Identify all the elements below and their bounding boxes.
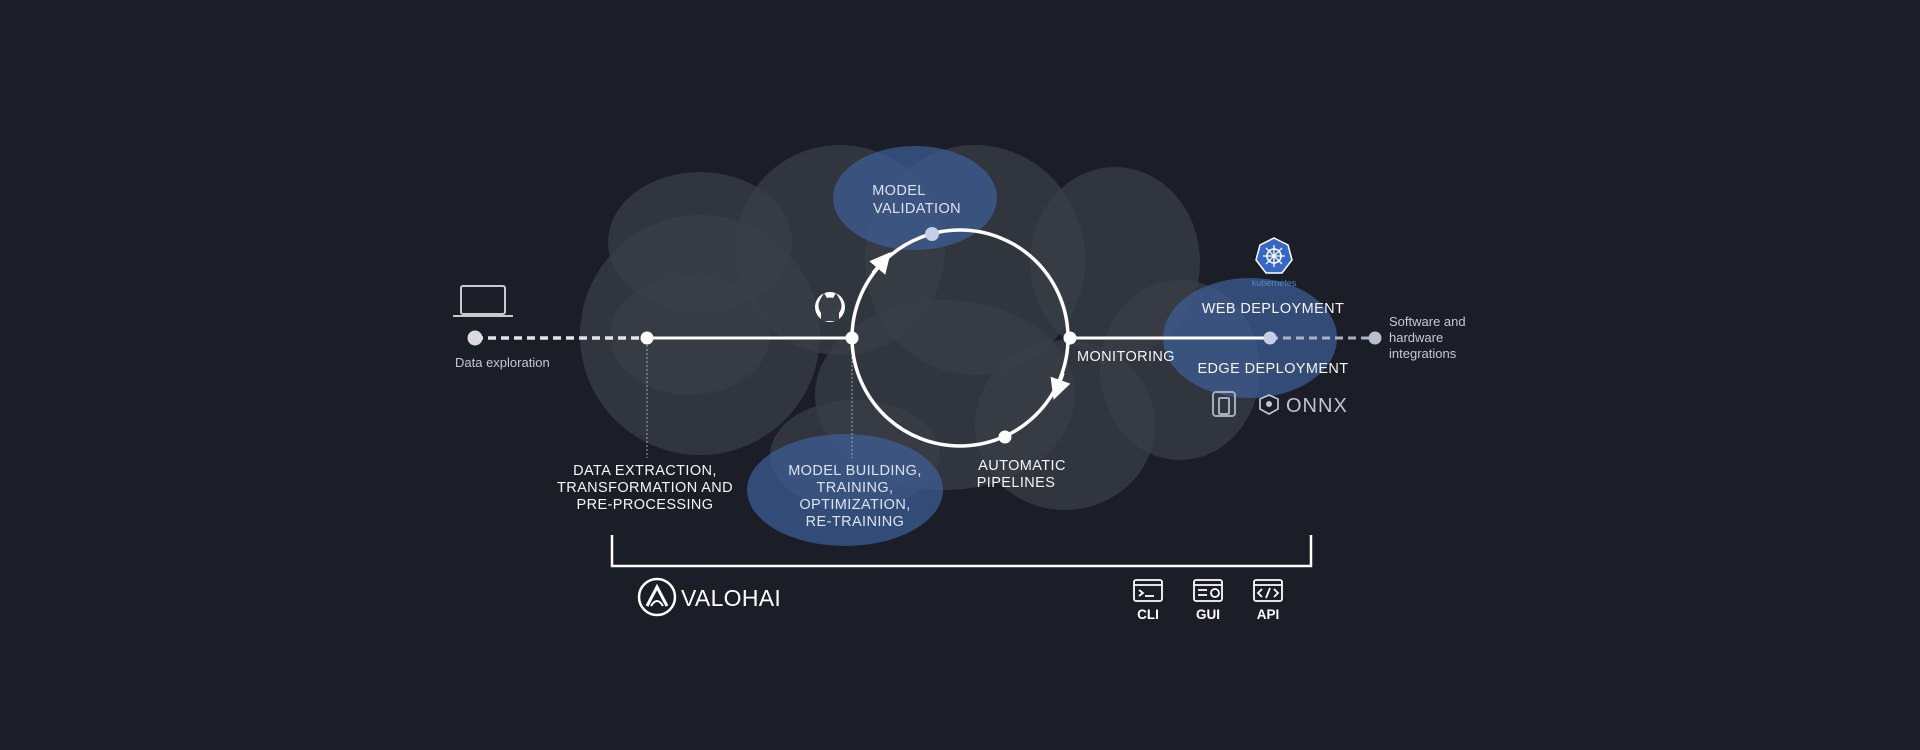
edge-deployment-label: EDGE DEPLOYMENT [1197, 361, 1348, 377]
monitoring-node [1063, 331, 1077, 345]
platform-bracket [610, 535, 1313, 568]
automatic-pipelines-node [998, 430, 1012, 444]
data-exploration-node [467, 330, 483, 346]
model-validation-node [925, 227, 939, 241]
kubernetes-icon [1255, 237, 1293, 274]
kubernetes-label: kubernetes [1252, 278, 1297, 288]
api-label: API [1257, 607, 1280, 622]
svg-text:PIPELINES: PIPELINES [977, 475, 1056, 491]
loop-arrow-up [869, 251, 891, 275]
deployment-node [1263, 331, 1277, 345]
svg-text:integrations: integrations [1389, 346, 1457, 361]
model-validation-highlight [833, 146, 997, 250]
data-exploration-label: Data exploration [455, 355, 550, 370]
github-icon [815, 292, 845, 322]
monitoring-label: MONITORING [1077, 349, 1175, 365]
valohai-brand-name: VALOHAI [681, 585, 781, 611]
cli-icon [1133, 579, 1163, 602]
svg-text:VALIDATION: VALIDATION [873, 201, 961, 217]
loop-arrow-down [1050, 372, 1071, 400]
svg-text:Software and: Software and [1389, 314, 1466, 329]
gui-label: GUI [1196, 607, 1220, 622]
laptop-icon [453, 285, 513, 317]
web-deployment-label: WEB DEPLOYMENT [1202, 301, 1345, 317]
svg-text:OPTIMIZATION,: OPTIMIZATION, [799, 497, 910, 513]
onnx-label: ONNX [1286, 395, 1348, 417]
data-extraction-label: DATA EXTRACTION, TRANSFORMATION AND PRE-… [557, 463, 733, 513]
svg-text:hardware: hardware [1389, 330, 1443, 345]
svg-text:TRANSFORMATION AND: TRANSFORMATION AND [557, 480, 733, 496]
svg-text:RE-TRAINING: RE-TRAINING [806, 514, 905, 530]
svg-text:MODEL: MODEL [872, 183, 926, 199]
integrations-node [1368, 331, 1382, 345]
svg-text:TRAINING,: TRAINING, [817, 480, 894, 496]
gui-icon [1193, 579, 1223, 602]
svg-text:DATA EXTRACTION,: DATA EXTRACTION, [573, 463, 717, 479]
model-building-label: MODEL BUILDING, TRAINING, OPTIMIZATION, … [788, 463, 922, 530]
svg-text:MODEL BUILDING,: MODEL BUILDING, [788, 463, 922, 479]
svg-text:PRE-PROCESSING: PRE-PROCESSING [577, 497, 714, 513]
model-building-node [845, 331, 859, 345]
cli-label: CLI [1137, 607, 1159, 622]
data-extraction-node [640, 331, 654, 345]
api-icon [1253, 579, 1283, 602]
model-building-highlight [747, 434, 943, 546]
mobile-device-icon [1212, 391, 1236, 417]
svg-text:AUTOMATIC: AUTOMATIC [978, 458, 1066, 474]
onnx-icon [1259, 394, 1279, 415]
valohai-logo-icon [637, 577, 677, 617]
automatic-pipelines-label: AUTOMATIC PIPELINES [977, 458, 1066, 491]
integrations-label: Software and hardware integrations [1389, 314, 1466, 361]
model-validation-label: MODEL VALIDATION [872, 183, 961, 217]
